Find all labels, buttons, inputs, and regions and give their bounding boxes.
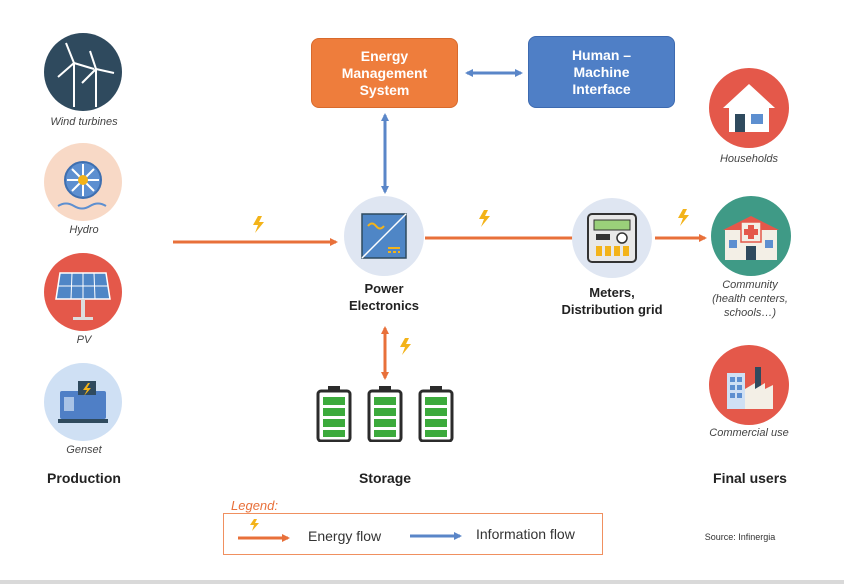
solar-panel-icon — [44, 253, 122, 331]
ems-label: Energy Management System — [341, 47, 428, 98]
storage-title: Storage — [358, 470, 412, 486]
hmi-label: Human – Machine Interface — [571, 46, 632, 97]
genset-icon — [44, 363, 122, 441]
battery-icon — [367, 386, 403, 443]
final-users-label-households: Households — [719, 153, 779, 165]
production-label-wind: Wind turbines — [50, 116, 118, 128]
legend-box: Energy flow Information flow — [223, 513, 603, 555]
final-users-title: Final users — [713, 470, 787, 486]
battery-icon — [418, 386, 454, 443]
hydro-turbine-icon — [44, 143, 122, 221]
house-icon — [709, 68, 789, 148]
legend-energy-label: Energy flow — [308, 528, 382, 544]
legend-title: Legend: — [229, 498, 280, 513]
bolt-icon — [250, 519, 259, 531]
ems-box: Energy Management System — [311, 38, 458, 108]
meters-label: Meters, Distribution grid — [561, 285, 663, 317]
production-label-genset: Genset — [66, 444, 102, 456]
production-title: Production — [47, 470, 121, 486]
bolt-icon — [253, 209, 689, 355]
legend-arrows — [238, 519, 462, 542]
meter-icon — [572, 198, 652, 278]
final-users-label-commercial: Commercial use — [709, 427, 789, 439]
battery-icon — [316, 386, 352, 443]
production-label-pv: PV — [76, 334, 92, 346]
power-electronics-label: Power Electronics — [348, 281, 420, 313]
production-label-hydro: Hydro — [69, 224, 99, 236]
hmi-box: Human – Machine Interface — [528, 36, 675, 108]
community-building-icon — [711, 196, 791, 276]
source-note: Source: Infinergia — [704, 532, 776, 542]
legend-info-label: Information flow — [476, 526, 575, 542]
inverter-icon — [344, 196, 424, 276]
wind-turbine-icon — [44, 33, 122, 111]
factory-icon — [709, 345, 789, 425]
final-users-label-community: Community (health centers, schools…) — [712, 279, 788, 319]
